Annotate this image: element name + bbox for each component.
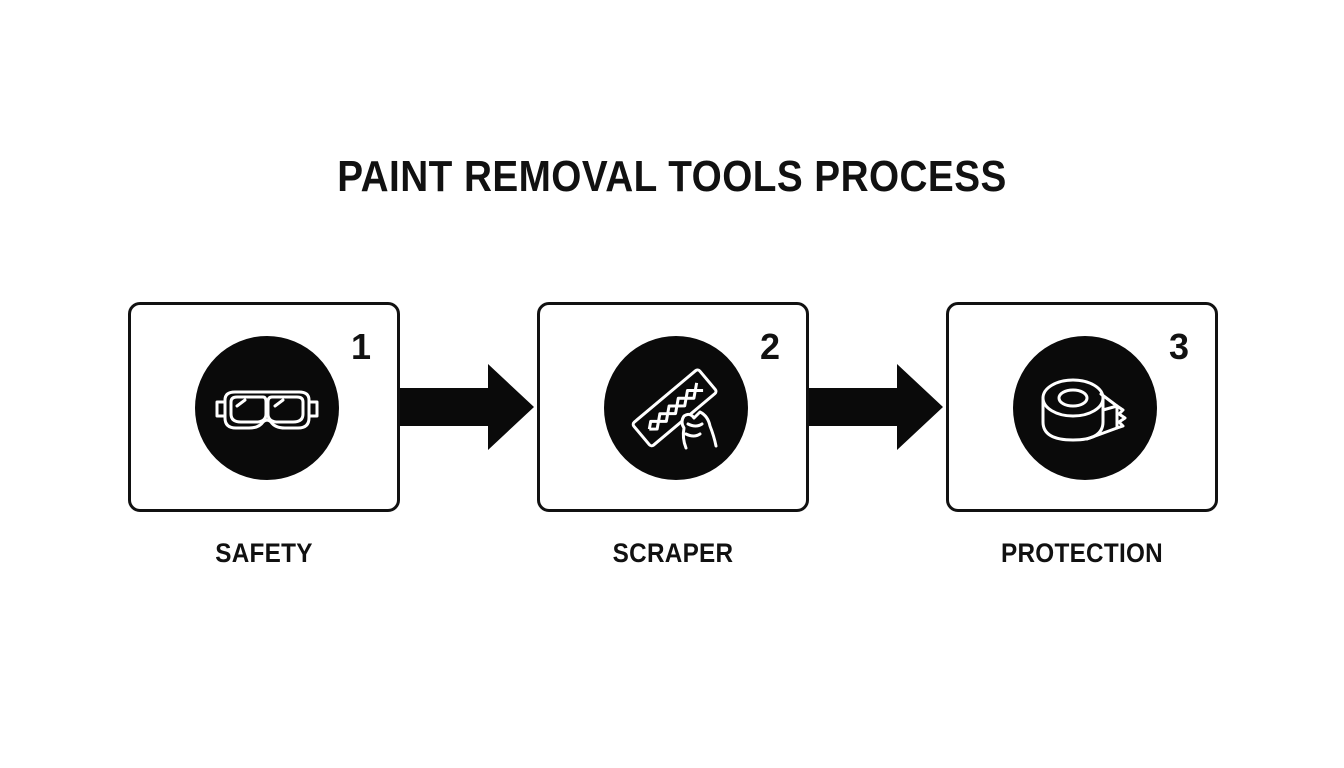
safety-goggles-icon (215, 390, 319, 430)
step-number: 1 (350, 326, 371, 367)
icon-badge (195, 336, 339, 480)
scraper-blade-icon (631, 368, 718, 450)
step-card-protection: 3 (946, 302, 1218, 512)
icon-badge (604, 336, 748, 480)
arrow-right-icon (400, 364, 534, 450)
tape-roll-icon (1041, 378, 1127, 442)
step-label-scraper: SCRAPER (612, 538, 734, 568)
step-label-protection: PROTECTION (1000, 538, 1163, 568)
page-title: PAINT REMOVAL TOOLS PROCESS (337, 152, 1007, 201)
icon-badge (1013, 336, 1157, 480)
step-number: 3 (1168, 326, 1189, 367)
step-card-scraper: 2 (537, 302, 809, 512)
step-number: 2 (759, 326, 780, 367)
step-label-safety: SAFETY (215, 538, 313, 568)
step-card-safety: 1 (128, 302, 400, 512)
arrow-right-icon (809, 364, 943, 450)
